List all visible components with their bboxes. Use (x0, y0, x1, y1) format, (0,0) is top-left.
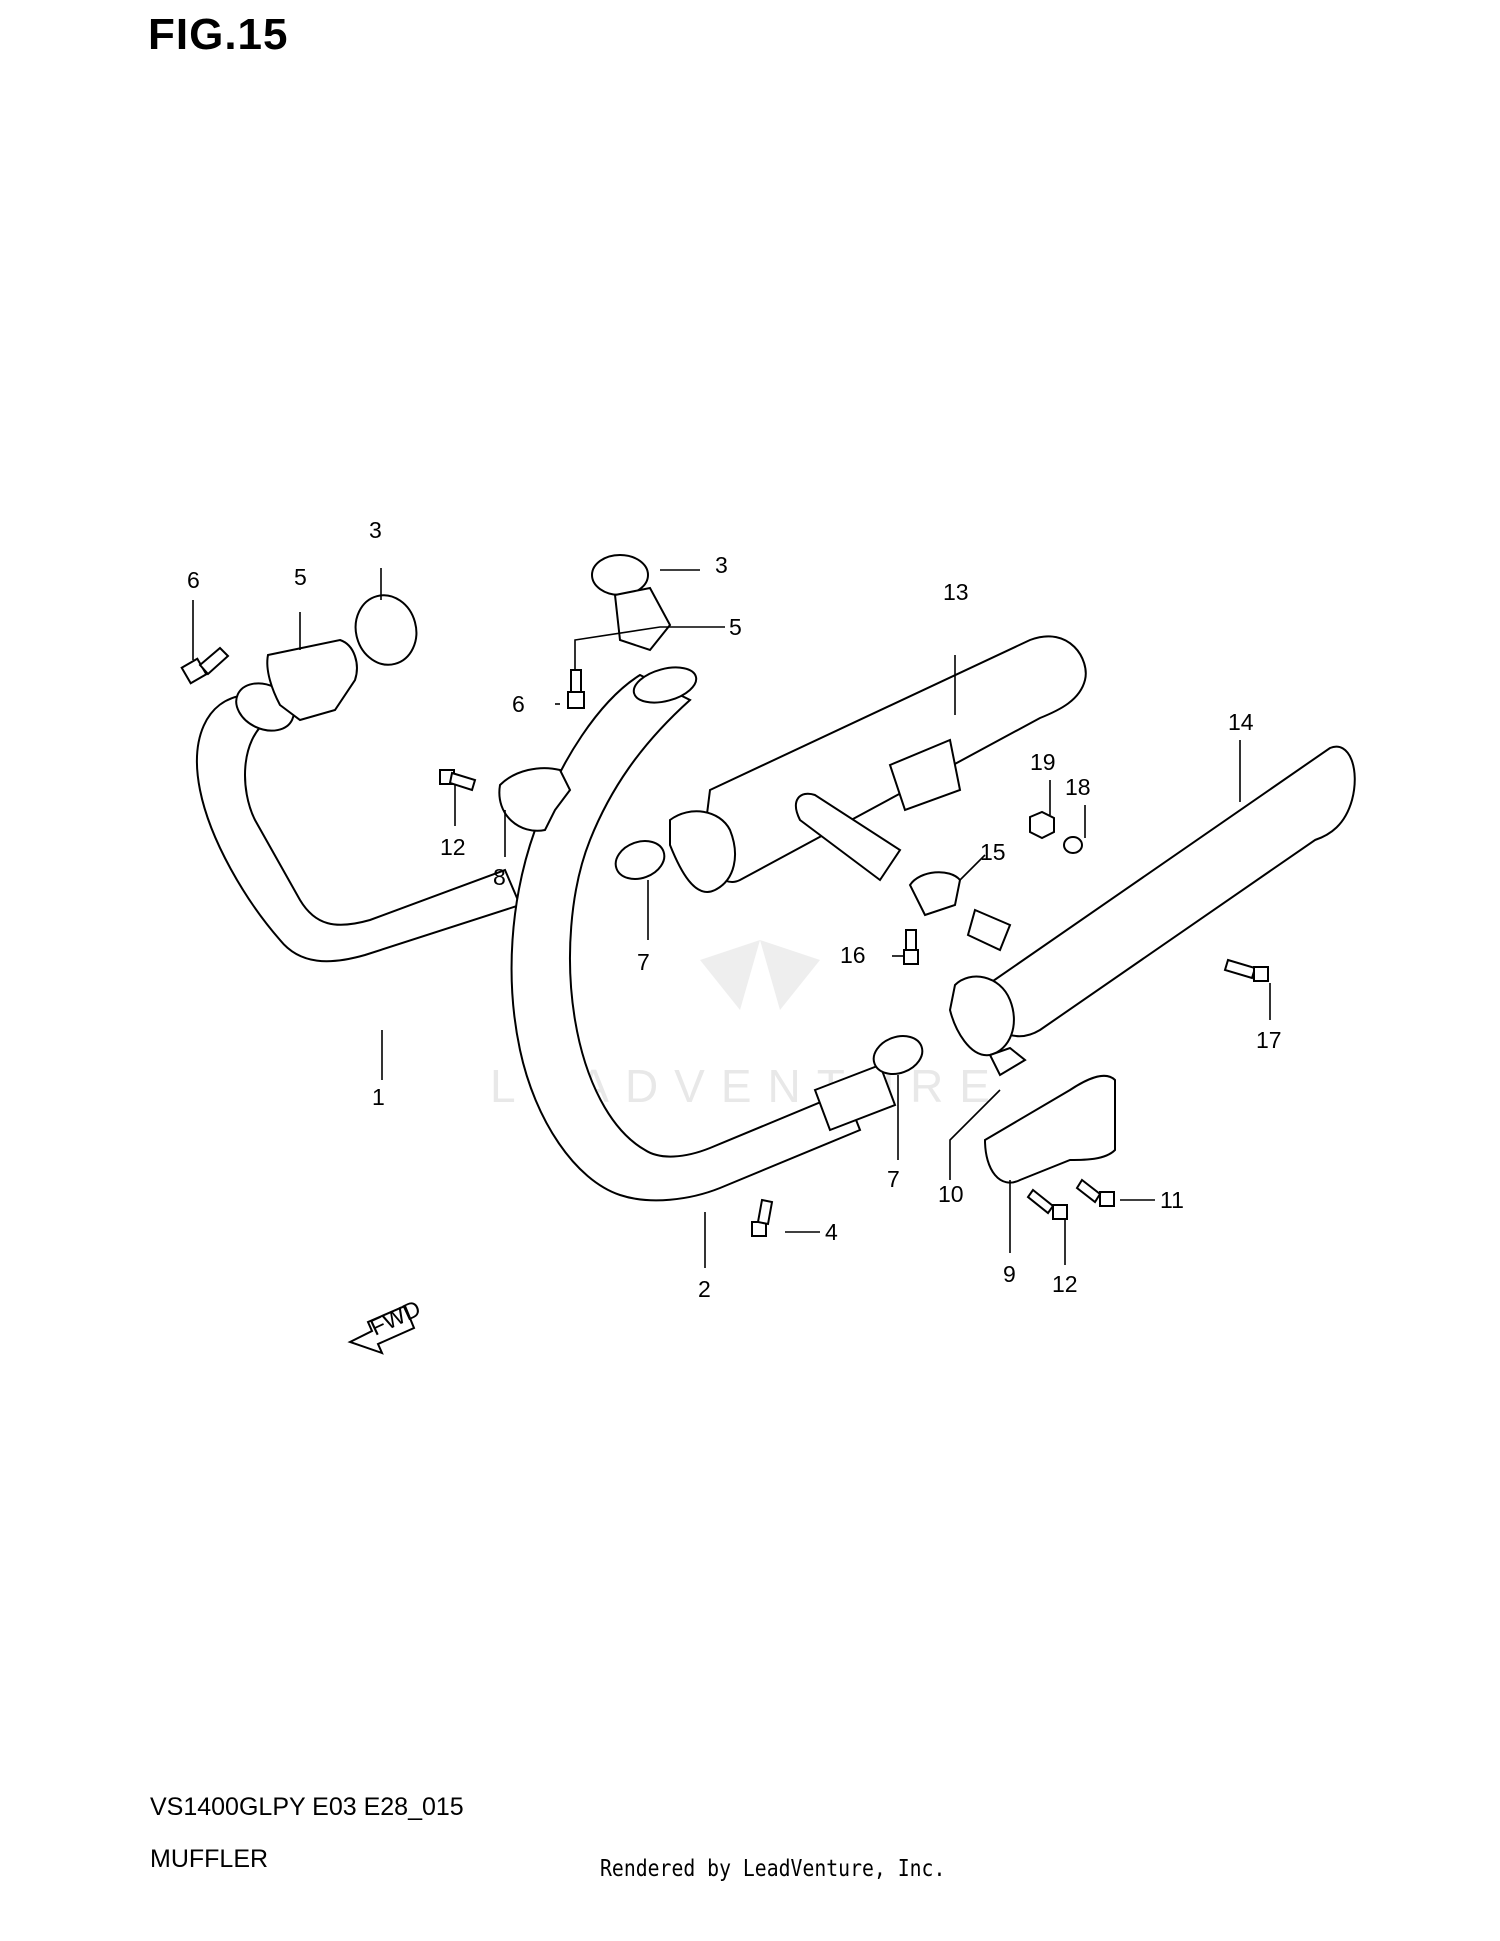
front-muffler (948, 745, 1356, 1057)
rear-exhaust-pipe (510, 666, 897, 1202)
callout-16: 16 (840, 942, 866, 968)
exhaust-flange-front (266, 638, 358, 722)
callout-12b: 12 (1052, 1271, 1078, 1297)
pipe-bolt-4 (751, 1198, 774, 1237)
exhaust-gasket-front (354, 594, 418, 666)
muffler-cover (983, 1074, 1116, 1184)
callout-14: 14 (1228, 709, 1254, 735)
muffler-bracket (988, 1046, 1027, 1077)
pipe-connector-upper (614, 840, 666, 880)
callout-5a: 5 (294, 564, 307, 590)
callout-18: 18 (1065, 774, 1091, 800)
leader-lines (192, 568, 1271, 1268)
figure-title: FIG.15 (148, 10, 289, 59)
callout-6a: 6 (187, 567, 200, 593)
callout-2: 2 (698, 1276, 711, 1302)
callout-9: 9 (1003, 1261, 1016, 1287)
cover-bolt-11 (1075, 1178, 1115, 1207)
flange-bolt-front (180, 646, 230, 685)
rear-muffler (669, 635, 1087, 893)
clamp-bolt-16 (903, 929, 919, 965)
callout-3b: 3 (715, 552, 728, 578)
muffler-clamp (908, 871, 962, 917)
callout-3a: 3 (369, 517, 382, 543)
section-name: MUFFLER (150, 1845, 269, 1873)
model-code: VS1400GLPY E03 E28_015 (150, 1793, 464, 1821)
muffler-bolt-17 (1223, 958, 1269, 982)
callout-10: 10 (938, 1181, 964, 1207)
exhaust-gasket-rear (591, 554, 649, 596)
callout-12a: 12 (440, 834, 466, 860)
callout-1: 1 (372, 1084, 385, 1110)
callout-7a: 7 (637, 949, 650, 975)
callout-15: 15 (980, 839, 1006, 865)
callout-8: 8 (493, 864, 506, 890)
clamp-bolt-left (439, 769, 477, 792)
callout-7b: 7 (887, 1166, 900, 1192)
callout-19: 19 (1030, 749, 1056, 775)
flange-bolt-rear (567, 669, 585, 709)
callout-11: 11 (1160, 1187, 1184, 1213)
exhaust-flange-rear (613, 586, 672, 652)
cover-bolt-12 (1026, 1188, 1068, 1220)
callout-numbers: 3 5 6 3 5 6 13 14 19 18 15 12 8 7 16 17 … (187, 517, 1282, 1302)
forward-direction-arrow: FWD (347, 1295, 425, 1355)
hex-nut (1029, 810, 1055, 840)
pipe-connector-lower (872, 1035, 924, 1075)
callout-17: 17 (1256, 1027, 1282, 1053)
pipe-clamp (498, 767, 572, 832)
front-exhaust-pipe (196, 682, 522, 963)
callout-5b: 5 (729, 614, 742, 640)
callout-13: 13 (943, 579, 969, 605)
callout-4: 4 (825, 1219, 838, 1245)
callout-6b: 6 (512, 691, 525, 717)
rendered-by-credit: Rendered by LeadVenture, Inc. (600, 1856, 946, 1882)
washer (1063, 836, 1083, 854)
